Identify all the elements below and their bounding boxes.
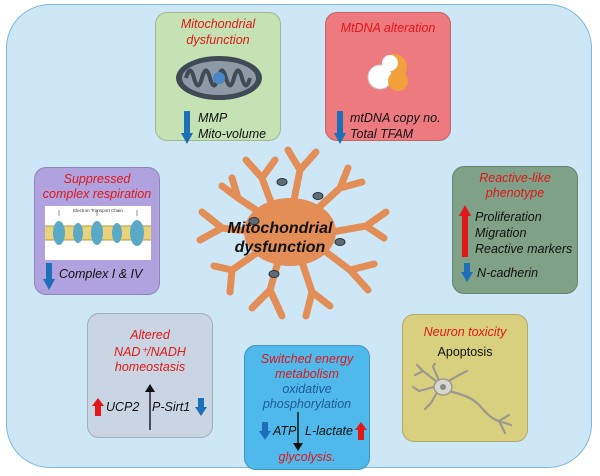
energy-title-2: metabolism [275,367,339,381]
mmp-label: MMP [198,111,228,125]
mtdna-title: MtDNA alteration [340,21,436,35]
proliferation-label: Proliferation [475,210,542,224]
atp-label: ATP [273,424,297,438]
complex-title-2: complex respiration [42,187,152,201]
mtdna-copy-label: mtDNA copy no. [350,111,441,125]
ncadherin-down-arrow-icon [461,263,473,282]
electron-transport-chain-icon: Electron Transport Chain [45,206,151,260]
ncadherin-label: N-cadherin [477,266,539,280]
reactive-up-arrow-icon [459,205,471,257]
nad-title-2: NAD⁺/NADH [114,345,186,359]
atp-down-arrow-icon [259,422,271,440]
reactive-markers-label: Reactive markers [475,242,573,256]
psirt1-down-arrow-icon [195,398,207,416]
nad-center-up-arrow-icon [145,384,155,430]
complex-title-1: Suppressed [63,172,131,186]
etc-figure-title: Electron Transport Chain [73,208,123,213]
center-title: Mitochondrial dysfunction [206,219,354,257]
energy-sub-2: phosphorylation [262,397,352,411]
energy-sub-1: oxidative [282,382,332,396]
mito-dysfunction-title-2: dysfunction [186,33,250,47]
complex-item-label: Complex I & IV [59,267,143,281]
psirt1-label: P-Sirt1 [152,400,191,414]
ucp2-label: UCP2 [106,400,140,414]
energy-center-down-arrow-icon [293,412,303,451]
nad-title-3: homeostasis [114,360,186,374]
complex-down-arrow-icon [43,263,55,290]
energy-title-1: Switched energy [260,352,354,366]
mtdna-down-arrow-icon [334,111,346,144]
mito-dysfunction-title-1: Mitochondrial [180,17,256,31]
mtdna-icon [367,54,408,91]
migration-label: Migration [475,226,527,240]
reactive-phenotype-box: Reactive-like phenotype Proliferation Mi… [452,166,578,294]
energy-metabolism-box: Switched energy metabolism oxidative pho… [244,345,370,470]
complex-respiration-box: Suppressed complex respiration Electron … [34,167,160,295]
reactive-title-1: Reactive-like [479,171,551,185]
lactate-label: L-lactate [305,424,353,438]
lactate-up-arrow-icon [355,422,367,440]
center-title-line-2: dysfunction [234,239,326,256]
mitochondrion-icon [176,56,262,100]
glycolysis-label: glycolysis. [278,450,336,464]
mmp-down-arrow-icon [181,111,193,144]
neuron-toxicity-box: Neuron toxicity Apoptosis [402,314,528,442]
mito-dysfunction-box: Mitochondrial dysfunction MMP Mito-volum… [155,12,281,144]
neuron-title: Neuron toxicity [423,325,507,339]
neuron-icon [411,363,513,435]
nad-title-1: Altered [130,328,170,342]
mtdna-box: MtDNA alteration mtDNA copy no. Total TF… [325,12,451,144]
apoptosis-label: Apoptosis [437,345,493,359]
tfam-label: Total TFAM [350,127,414,141]
ucp2-up-arrow-icon [92,398,104,416]
nad-homeostasis-box: Altered NAD⁺/NADH homeostasis UCP2 P-Sir… [87,313,213,438]
mito-volume-label: Mito-volume [198,127,267,141]
center-title-line-1: Mitochondrial [227,220,333,237]
reactive-title-2: phenotype [485,186,545,200]
